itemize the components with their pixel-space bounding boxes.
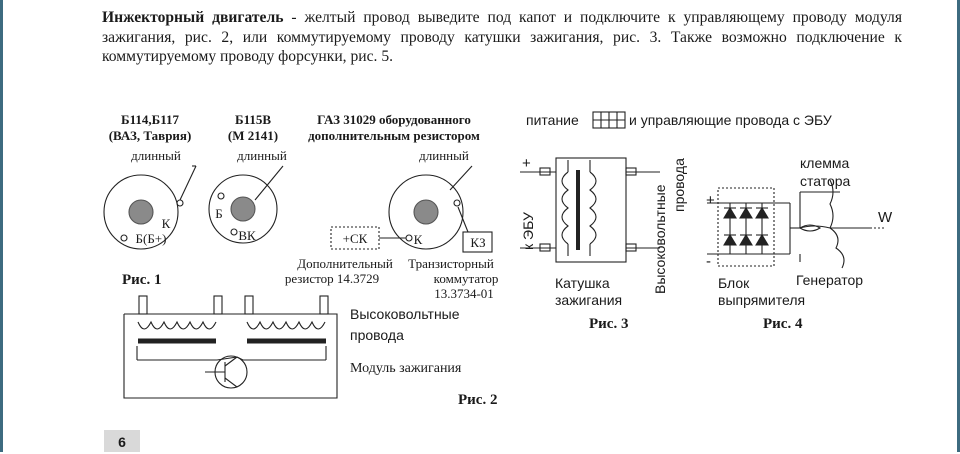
fig2-hv-label-2: провода	[350, 327, 404, 343]
fig4-generator-label: Генератор	[796, 272, 863, 288]
page-frame-left	[0, 0, 3, 452]
distributor-3-title-2: дополнительным резистором	[308, 128, 480, 143]
fig2-hv-label-1: Высоковольтные	[350, 306, 460, 322]
distributor-1	[103, 165, 197, 250]
fig3-coil-label-2: зажигания	[555, 292, 622, 308]
distributor-3	[330, 165, 493, 253]
fig4-terminal-label-2: статора	[800, 173, 851, 189]
distributor-1-title-2: (ВАЗ, Таврия)	[109, 128, 192, 143]
distributor-1-long-label: длинный	[131, 148, 181, 163]
fig3-hv-label-1: Высоковольтные	[652, 184, 668, 294]
switch-caption-3: 13.3734-01	[434, 286, 494, 301]
fig3-header-power: питание	[526, 112, 579, 128]
distributor-2-b-label: Б	[215, 206, 222, 221]
switch-caption-2: коммутатор	[434, 271, 499, 286]
intro-bold: Инжекторный двигатель	[102, 9, 284, 26]
figure-1-caption: Рис. 1	[122, 272, 161, 288]
distributor-2	[208, 165, 284, 244]
distributor-2-vk-label: ВК	[238, 228, 256, 243]
resistor-caption-1: Дополнительный	[297, 256, 393, 271]
fig3-coil-label-1: Катушка	[555, 275, 610, 291]
distributor-3-title-1: ГАЗ 31029 оборудованного	[317, 112, 471, 127]
distributor-2-title-2: (М 2141)	[228, 128, 278, 143]
fig4-minus-sign: -	[706, 253, 711, 270]
resistor-caption-2: резистор 14.3729	[285, 271, 379, 286]
ignition-coil-drawing	[520, 111, 660, 263]
fig4-plus-sign: +	[706, 192, 715, 209]
page-frame-right	[957, 0, 960, 452]
fig3-plus-sign: +	[522, 155, 531, 172]
ignition-module-drawing	[123, 295, 338, 399]
switch-caption-1: Транзисторный	[408, 256, 494, 271]
distributor-3-k-label: К	[414, 232, 423, 247]
fig4-block-label-2: выпрямителя	[718, 292, 805, 308]
resistor-box-label: +СК	[343, 231, 368, 246]
figure-3-caption: Рис. 3	[589, 316, 628, 332]
figure-4-caption: Рис. 4	[763, 316, 803, 332]
distributor-2-title-1: Б115В	[235, 112, 271, 127]
fig2-module-label: Модуль зажигания	[350, 361, 462, 376]
switch-box-label: КЗ	[470, 235, 485, 250]
rectifier-drawing	[707, 179, 885, 269]
intro-paragraph: Инжекторный двигатель - желтый провод вы…	[102, 8, 902, 67]
intro-text: - желтый провод выведите под капот и под…	[102, 9, 902, 65]
distributor-1-k-label: К	[162, 216, 171, 231]
distributor-2-long-label: длинный	[237, 148, 287, 163]
page-number: 6	[104, 430, 140, 452]
figure-2-caption: Рис. 2	[458, 392, 497, 408]
fig3-ecu-label: к ЭБУ	[520, 212, 536, 250]
fig3-header-control: и управляющие провода с ЭБУ	[629, 112, 832, 128]
distributor-1-title-1: Б114,Б117	[121, 112, 180, 127]
distributor-3-long-label: длинный	[419, 148, 469, 163]
distributor-1-bb-label: Б(Б+)	[136, 231, 167, 246]
fig4-block-label-1: Блок	[718, 275, 750, 291]
fig4-terminal-label-1: клемма	[800, 155, 849, 171]
fig3-hv-label-2: провода	[671, 158, 687, 212]
fig4-w-label: W	[878, 209, 893, 226]
